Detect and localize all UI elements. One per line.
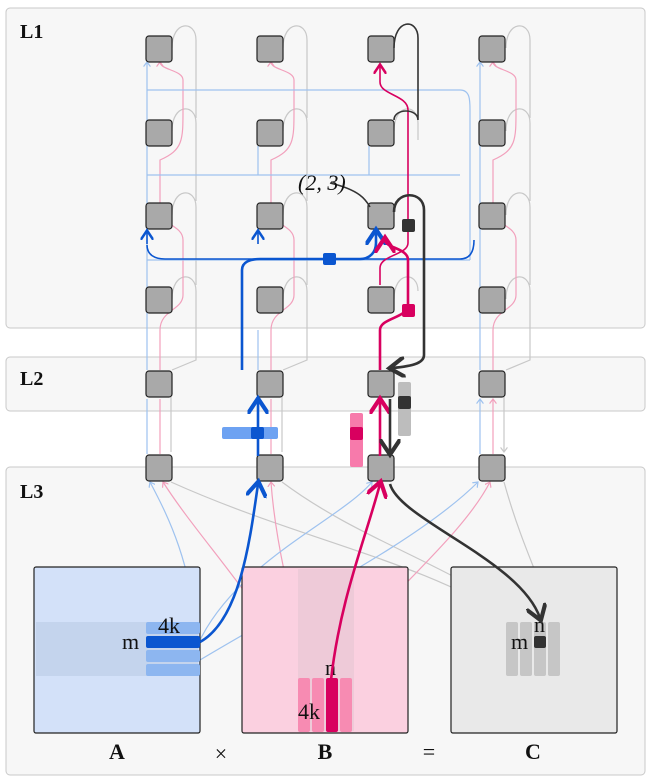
pink-path — [329, 484, 380, 681]
node-l1-r0-c0[interactable] — [145, 35, 173, 63]
node-l1-r0-c1[interactable] — [256, 35, 284, 63]
matrix-c-active-cell[interactable] — [534, 636, 546, 648]
matrix-c-col-2 — [520, 622, 532, 676]
matrix-a-row-strip-3 — [146, 650, 200, 662]
matrix-a-col-label: 4k — [158, 613, 180, 638]
matrix-b-col-strip-2 — [312, 678, 324, 732]
matrix-b-col-strip-4 — [340, 678, 352, 732]
matrix-c-name: C — [525, 739, 541, 764]
node-l1-r2-c0[interactable] — [145, 202, 173, 230]
node-l3-c2[interactable] — [367, 454, 395, 482]
matrix-b-col-label: 4k — [298, 699, 320, 724]
node-l2-c3[interactable] — [478, 370, 506, 398]
node-l1-r0-c2[interactable] — [367, 35, 395, 63]
matrix-c-col-label: n — [534, 612, 545, 637]
times-operator: × — [215, 741, 227, 766]
l1-label: L1 — [20, 21, 43, 43]
matrix-b-col-strip-active[interactable] — [326, 678, 338, 732]
node-l3-c3[interactable] — [478, 454, 506, 482]
node-l2-c0[interactable] — [145, 370, 173, 398]
matrix-b-col-strip-1 — [298, 678, 310, 732]
matrix-c: m n — [450, 566, 618, 734]
l2-panel — [5, 356, 646, 412]
node-grid — [145, 35, 506, 482]
l1-panel — [5, 7, 646, 329]
matrix-c-row-label: m — [511, 629, 528, 654]
node-l2-c2[interactable] — [367, 370, 395, 398]
blue-path — [199, 484, 258, 644]
matrix-c-col-1 — [506, 622, 518, 676]
equals-operator: = — [423, 739, 435, 764]
pink-marker-l1[interactable] — [402, 304, 415, 317]
blue-marker-l2[interactable] — [251, 427, 264, 439]
dark-path — [392, 194, 426, 368]
matrix-c-col-3 — [534, 622, 546, 676]
node-l1-r2-c1[interactable] — [256, 202, 284, 230]
node-coordinate-annotation: (2, 3) — [298, 170, 346, 195]
matrix-a-row-strip-active[interactable] — [146, 636, 200, 648]
node-l1-r1-c3[interactable] — [478, 119, 506, 147]
pink-marker-l2[interactable] — [350, 427, 363, 440]
node-l1-r1-c1[interactable] — [256, 119, 284, 147]
matrix-a-row-strip-1 — [146, 622, 200, 634]
matrix-a-name: A — [109, 739, 125, 764]
transfer-markers — [222, 219, 415, 467]
node-l1-r0-c3[interactable] — [478, 35, 506, 63]
dark-marker-l2[interactable] — [398, 396, 411, 409]
node-l1-r1-c2[interactable] — [367, 119, 395, 147]
matrix-a-row-label: m — [122, 629, 139, 654]
node-l1-r2-c2[interactable] — [367, 202, 395, 230]
node-l1-r1-c0[interactable] — [145, 119, 173, 147]
node-l1-r3-c1[interactable] — [256, 286, 284, 314]
dark-marker-l1[interactable] — [402, 219, 415, 232]
matrix-b-row-label: n — [325, 655, 336, 680]
blue-marker-l1[interactable] — [323, 253, 336, 265]
blue-bus-bar — [222, 427, 278, 439]
node-l3-c0[interactable] — [145, 454, 173, 482]
matrix-a: 4k m — [33, 566, 201, 734]
l3-label: L3 — [20, 481, 43, 503]
node-l1-r2-c3[interactable] — [478, 202, 506, 230]
matrix-b: n 4k — [241, 566, 409, 734]
node-l2-c1[interactable] — [256, 370, 284, 398]
node-l1-r3-c3[interactable] — [478, 286, 506, 314]
node-l3-c1[interactable] — [256, 454, 284, 482]
node-l1-r3-c0[interactable] — [145, 286, 173, 314]
l2-label: L2 — [20, 368, 43, 390]
node-l1-r3-c2[interactable] — [367, 286, 395, 314]
matrix-a-row-strip-4 — [146, 664, 200, 676]
matrix-b-name: B — [318, 739, 333, 764]
matrix-c-col-4 — [548, 622, 560, 676]
